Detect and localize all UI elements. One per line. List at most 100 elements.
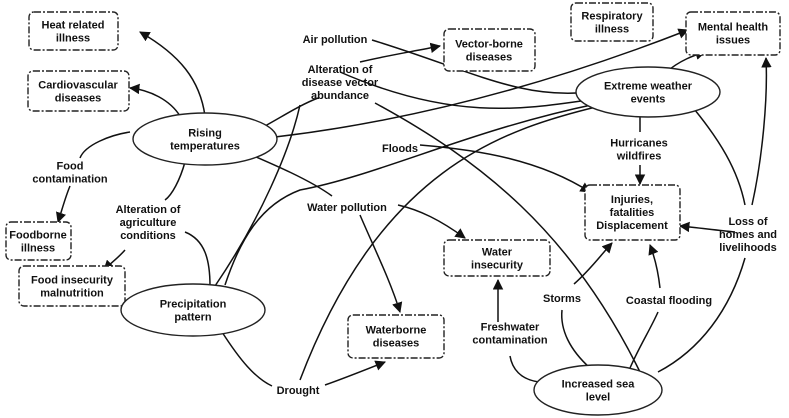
text-line: Storms (543, 293, 581, 305)
label-floods: Floods (382, 143, 418, 155)
text-line: events (631, 94, 666, 106)
text-line: homes and (719, 229, 777, 241)
text-line: livelihoods (719, 242, 776, 254)
text-line: diseases (373, 338, 419, 350)
text-line: temperatures (170, 141, 240, 153)
box-cardiovascular-diseases (27, 70, 130, 112)
edge-storms-to-injuries (573, 242, 613, 285)
text-line: Alteration of (116, 204, 181, 216)
text-line: Mental health (698, 22, 769, 34)
edge-extreme-weather-to-loss (689, 103, 746, 206)
edge-rising-to-agriculture (164, 161, 186, 201)
text-line: Increased sea (562, 379, 636, 391)
edge-sea-level-to-coastal-flooding (629, 311, 659, 369)
text-line: Precipitation (160, 299, 227, 311)
edge-sea-level-to-storms (561, 309, 591, 369)
text-line: disease vector (302, 77, 379, 89)
box-water-insecurity (443, 239, 551, 277)
text-line: issues (716, 35, 750, 47)
text-line: Food (57, 161, 84, 173)
edge-water-pollution-to-waterborne (359, 214, 403, 314)
text-line: insecurity (471, 260, 524, 272)
outcome-boxes (5, 2, 781, 359)
edge-rising-to-food-contamination (79, 131, 131, 159)
text-line: Cardiovascular (38, 80, 118, 92)
edge-food-contamination-to-foodborne (56, 185, 71, 223)
box-heat-related-illness (28, 11, 119, 51)
text-line: contamination (32, 174, 107, 186)
text-line: Water (482, 247, 513, 259)
edge-rising-to-vector (264, 97, 319, 127)
text-line: Drought (277, 385, 320, 397)
label-storms: Storms (543, 293, 581, 305)
edges (56, 28, 772, 387)
edge-rising-to-mental-health (274, 28, 689, 138)
edge-loss-to-mental-health (751, 56, 772, 206)
text-line: Food insecurity (31, 275, 114, 287)
text-line: fatalities (610, 207, 655, 219)
label-coastal-flooding: Coastal flooding (626, 295, 712, 307)
text-line: Heat related (42, 20, 105, 32)
box-vector-borne-diseases (443, 28, 536, 72)
text-line: diseases (466, 52, 512, 64)
text-line: Waterborne (366, 325, 427, 337)
text-line: Displacement (596, 220, 668, 232)
box-respiratory-illness (570, 2, 654, 42)
text-line: Rising (188, 128, 222, 140)
ellipse-extreme-weather-events (575, 66, 721, 118)
edge-loss-to-injuries (678, 221, 736, 233)
text-line: illness (21, 243, 55, 255)
edge-precipitation-to-drought (221, 331, 273, 387)
box-mental-health-issues (685, 11, 781, 56)
text-line: pattern (174, 312, 212, 324)
edge-sea-level-to-freshwater (509, 355, 541, 383)
edge-coastal-flooding-to-injuries (648, 244, 661, 289)
label-water-pollution: Water pollution (307, 202, 387, 214)
box-foodborne-illness (5, 221, 72, 261)
text-line: Vector-borne (455, 39, 523, 51)
driver-ellipses (120, 66, 721, 416)
edge-extreme-weather-to-drought (299, 105, 601, 381)
text-line: agriculture (120, 217, 177, 229)
edge-vector-to-vector-borne (359, 42, 442, 63)
text-line: illness (595, 24, 629, 36)
edge-vector-to-sea-level (374, 102, 641, 373)
edge-agriculture-to-precipitation (184, 231, 211, 287)
edge-floods-to-injuries (419, 144, 591, 193)
ellipse-precipitation-pattern (120, 283, 266, 337)
text-line: diseases (55, 93, 101, 105)
edge-air-pollution-to-respiratory (339, 71, 589, 110)
label-air-pollution: Air pollution (303, 34, 368, 46)
edge-air-pollution-to-extreme-weather (371, 39, 591, 95)
edge-vector-to-precipitation (214, 104, 301, 287)
text-line: Floods (382, 143, 418, 155)
text-line: Air pollution (303, 34, 368, 46)
box-food-insecurity (18, 265, 126, 307)
text-line: Injuries, (611, 194, 653, 206)
text-line: Loss of (728, 216, 767, 228)
ellipse-rising-temperatures (132, 112, 278, 166)
text-line: wildfires (616, 151, 662, 163)
text-line: abundance (311, 90, 369, 102)
label-drought: Drought (277, 385, 320, 397)
ellipse-increased-sea-level (533, 364, 663, 416)
text-line: Respiratory (581, 11, 643, 23)
text-line: Freshwater (481, 322, 540, 334)
